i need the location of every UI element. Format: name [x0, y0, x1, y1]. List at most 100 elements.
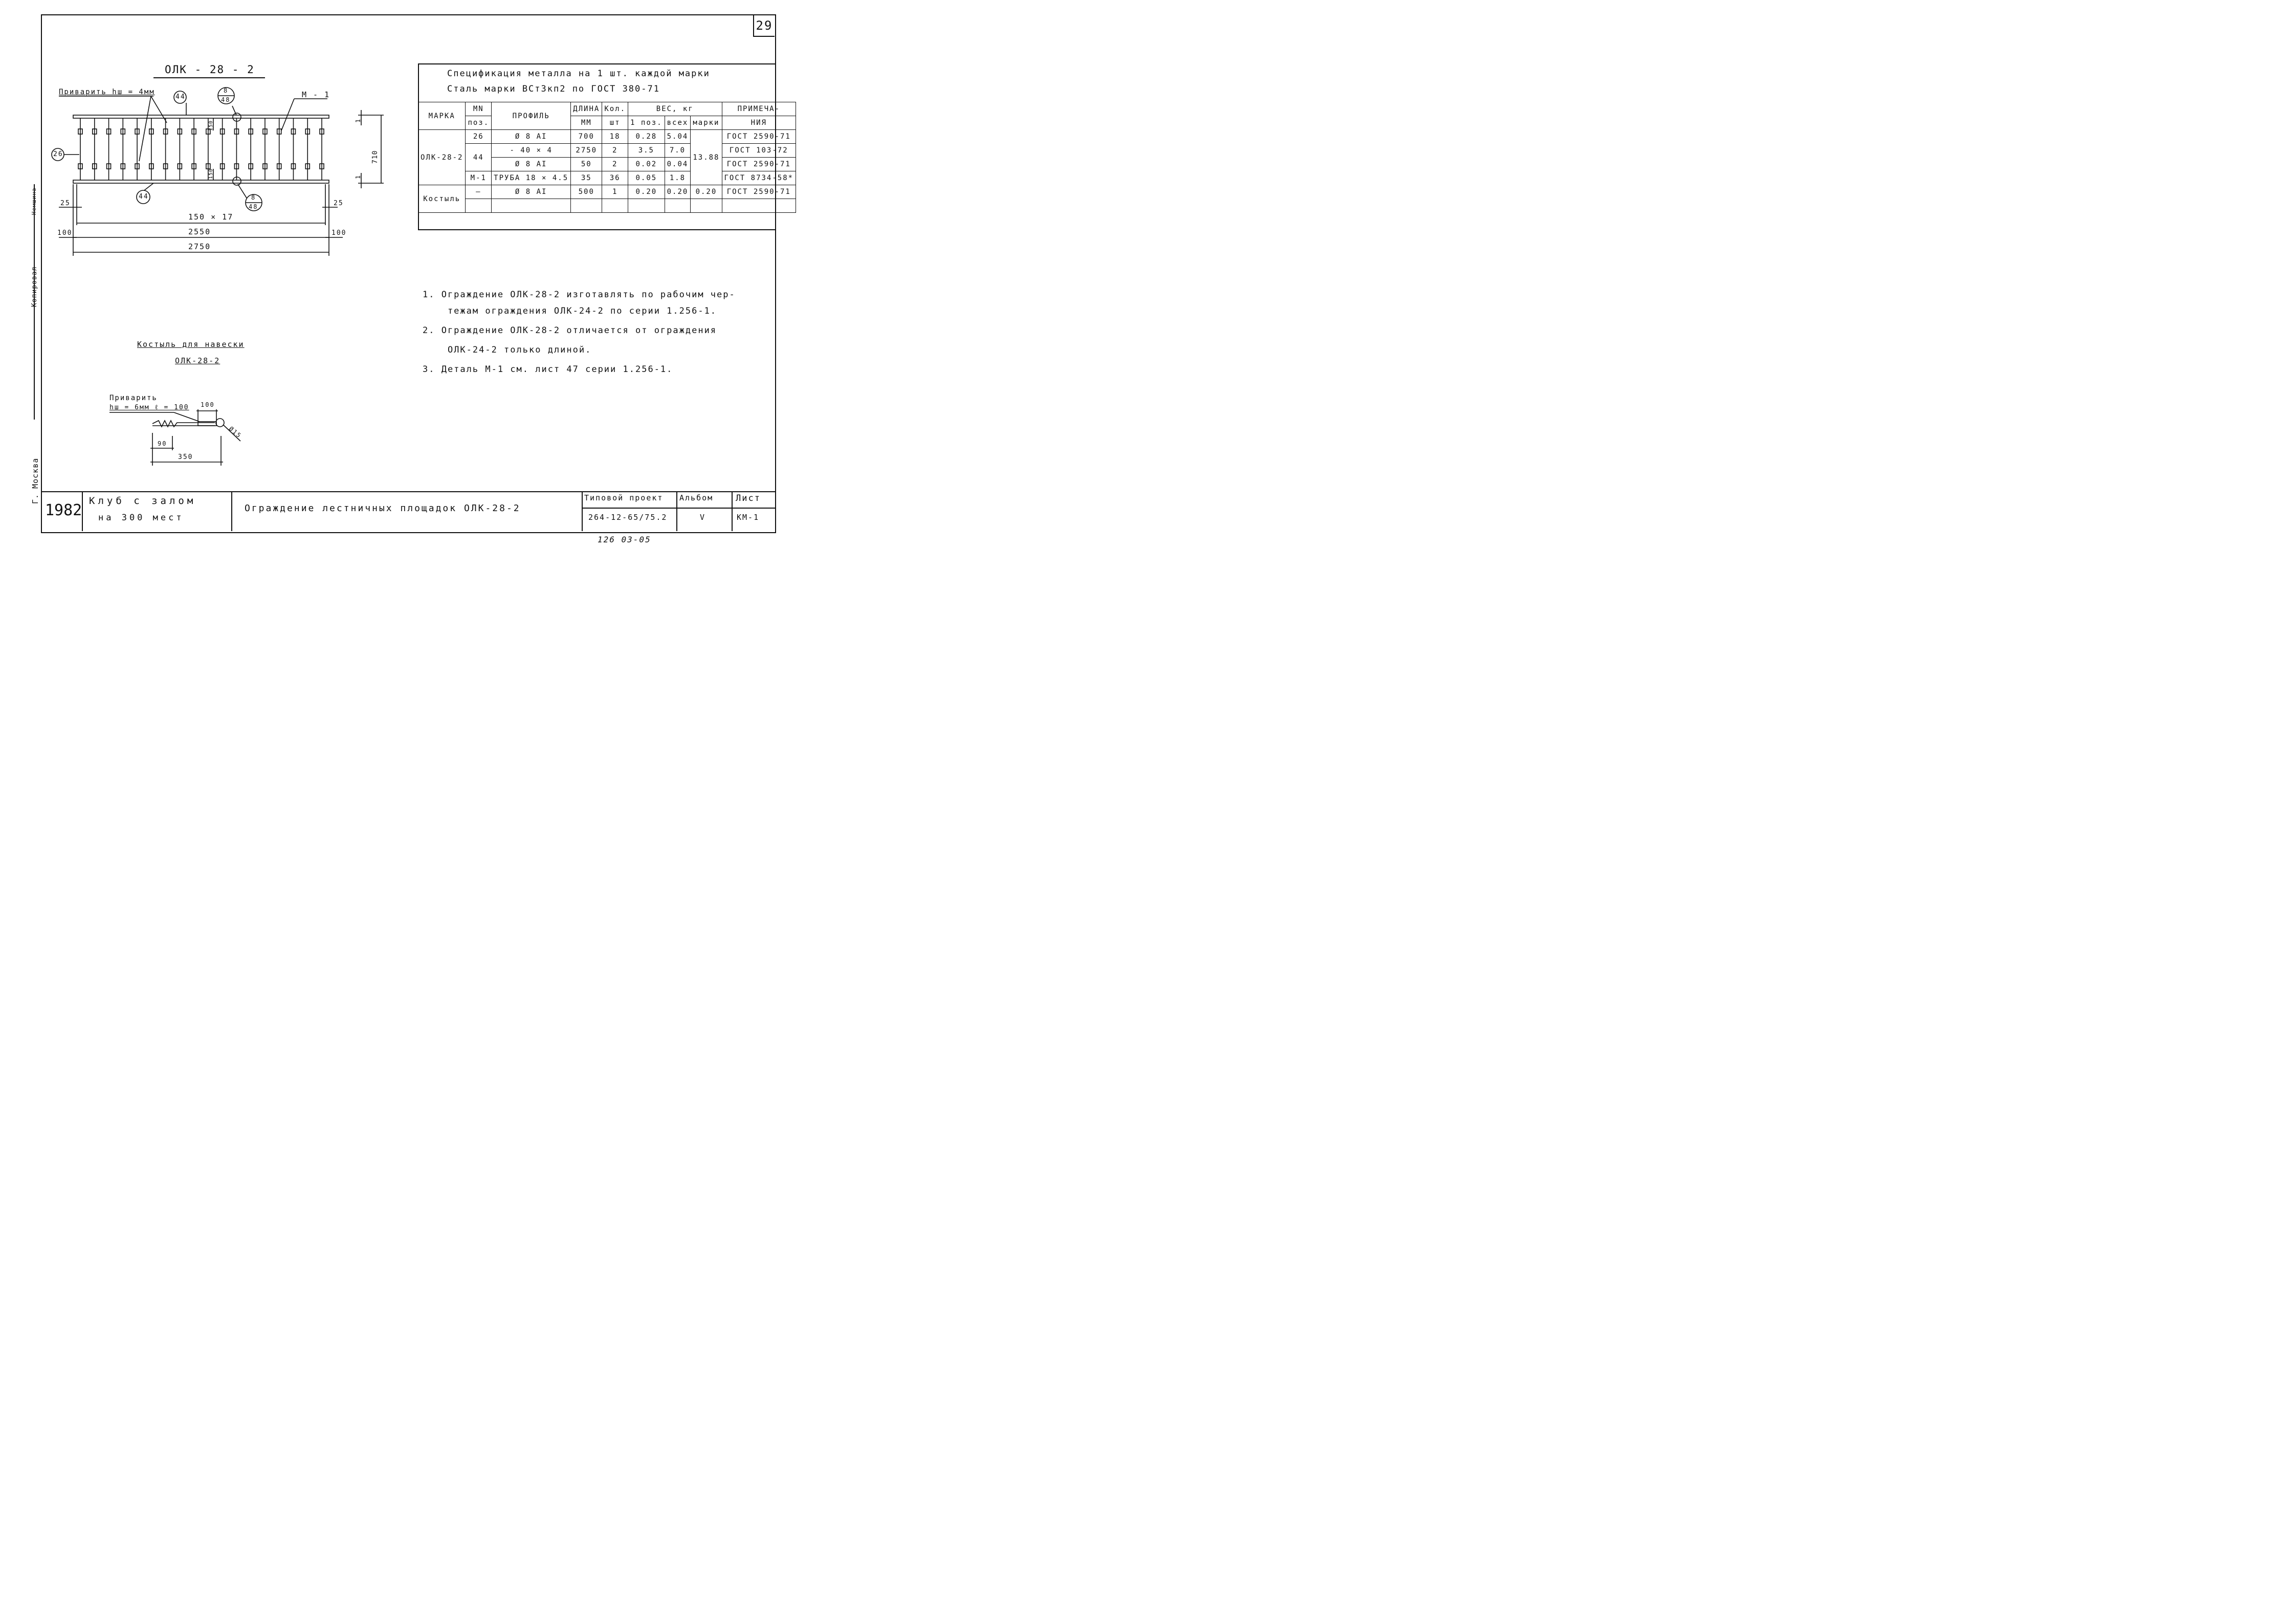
cell-note: ГОСТ 2590-71 — [721, 185, 797, 199]
tb-divider — [231, 491, 232, 531]
note-line-5: 3. Деталь М-1 см. лист 47 серии 1.256-1. — [423, 364, 673, 375]
posts — [78, 118, 324, 180]
post-sleeve — [177, 128, 183, 135]
table-row-empty — [418, 199, 797, 213]
note-line-1: 1. Ограждение ОЛК-28-2 изготавлять по ра… — [423, 290, 736, 300]
cell-qty: 2 — [602, 157, 629, 171]
post-sleeve — [305, 128, 311, 135]
dim-25-right: 25 — [334, 200, 344, 207]
post-sleeve — [163, 128, 168, 135]
weld-note: Приварить hш = 4мм — [59, 88, 155, 96]
post-sleeve — [234, 128, 239, 135]
post-sleeve — [78, 163, 83, 169]
railing-drawing — [51, 87, 384, 256]
post-sleeve — [276, 128, 282, 135]
dim-100-left: 100 — [57, 229, 73, 237]
post-sleeve — [120, 163, 126, 169]
spec-header-row-1: МАРКА МN ПРОФИЛЬ ДЛИНА Кол. ВЕС, кг ПРИМ… — [417, 102, 797, 130]
dim-pitch: 150 × 17 — [188, 212, 234, 222]
title-underline — [153, 77, 265, 78]
callout-44-top: 44 — [175, 93, 186, 101]
object-line-1: Клуб с залом — [89, 495, 196, 507]
hdr-wmark: марки — [690, 116, 722, 130]
hdr-pos-a: МN — [465, 102, 492, 116]
tb-divider — [82, 491, 83, 531]
project-label: Типовой проект — [584, 493, 664, 502]
post-sleeve — [206, 128, 211, 135]
cell-length: 50 — [570, 157, 603, 171]
cell-pos: 44 — [465, 143, 492, 171]
spec-table: МАРКА МN ПРОФИЛЬ ДЛИНА Кол. ВЕС, кг ПРИМ… — [417, 102, 797, 213]
post-sleeve — [163, 163, 168, 169]
hdr-qty-b: шт — [602, 116, 629, 130]
cell-note: ГОСТ 2590-71 — [721, 129, 797, 144]
project-code: 264-12-65/75.2 — [588, 513, 668, 522]
post-sleeve — [262, 163, 268, 169]
post-sleeve — [248, 163, 253, 169]
cell-qty: 36 — [602, 171, 629, 185]
cell-profile: Ø 8 AI — [491, 157, 571, 171]
cell-marka: ОЛК-28-2 — [417, 129, 466, 185]
dim-2750: 2750 — [188, 242, 211, 251]
hdr-note-b: НИЯ — [721, 116, 797, 130]
callout-26: 26 — [53, 150, 63, 158]
table-row: Костыль — Ø 8 AI 500 1 0.20 0.20 0.20 ГО… — [417, 185, 797, 213]
cell-pos: 26 — [465, 129, 492, 144]
cell-wall: 0.04 — [664, 157, 691, 171]
cell-wall: 1.8 — [664, 171, 691, 185]
cell-wmark: 13.88 — [690, 129, 722, 185]
post-sleeve — [319, 128, 324, 135]
dim-2550: 2550 — [188, 227, 211, 236]
year: 1982 — [45, 501, 82, 519]
album-label: Альбом — [679, 493, 714, 502]
crutch-subtitle: ОЛК-28-2 — [175, 356, 220, 365]
tb-divider — [676, 491, 677, 531]
sheet-number: 29 — [753, 15, 775, 37]
cell-marka: Костыль — [417, 185, 466, 213]
album-value: V — [700, 513, 706, 522]
cell-wall: 7.0 — [664, 143, 691, 158]
tb-divider — [732, 491, 733, 531]
hdr-length-a: ДЛИНА — [570, 102, 603, 116]
node-top-num: 8 — [224, 87, 229, 94]
tb-divider — [582, 491, 583, 531]
cell-profile: Ø 8 AI — [491, 129, 571, 144]
cell-length: 500 — [570, 185, 603, 199]
railing-title: ОЛК - 28 - 2 — [165, 63, 255, 76]
post-sleeve — [305, 163, 311, 169]
tb-divider-h — [582, 508, 775, 509]
cell-qty: 18 — [602, 129, 629, 144]
post-sleeve — [191, 163, 196, 169]
post-sleeve — [92, 163, 97, 169]
hdr-wall: всех — [664, 116, 691, 130]
table-row: ОЛК-28-2 26 Ø 8 AI 700 18 0.28 5.04 13.8… — [417, 129, 797, 185]
cell-length: 35 — [570, 171, 603, 185]
post-sleeve — [149, 128, 154, 135]
post-sleeve — [191, 128, 196, 135]
cell-note: ГОСТ 8734-58* — [721, 171, 797, 185]
note-line-4: ОЛК-24-2 только длиной. — [423, 345, 592, 355]
post-sleeve — [291, 128, 296, 135]
dim-25-left: 25 — [60, 200, 71, 207]
cell-w1: 0.02 — [628, 157, 665, 171]
post-sleeve — [78, 128, 83, 135]
hdr-qty-a: Кол. — [602, 102, 629, 116]
post-sleeve — [234, 163, 239, 169]
margin-line — [34, 184, 35, 420]
cell-w1: 0.28 — [628, 129, 665, 144]
table-row: М-1 ТРУБА 18 × 4.5 35 36 0.05 1.8 ГОСТ 8… — [418, 171, 797, 185]
hdr-marka: МАРКА — [417, 102, 466, 130]
cell-qty: 2 — [602, 143, 629, 158]
post-sleeve — [106, 163, 112, 169]
cell-length: 2750 — [570, 143, 603, 158]
callout-44-bottom: 44 — [139, 193, 149, 201]
post-sleeve — [135, 163, 140, 169]
crutch-dim-90: 90 — [158, 440, 167, 447]
cell-wall: 5.04 — [664, 129, 691, 144]
cell-w1: 0.20 — [628, 185, 665, 199]
crutch-drawing — [109, 409, 241, 466]
crutch-weld-1: Приварить — [109, 394, 158, 402]
sheet-name: Ограждение лестничных площадок ОЛК-28-2 — [245, 503, 521, 514]
node-bot-num: 8 — [251, 194, 256, 201]
post-sleeve — [291, 163, 296, 169]
